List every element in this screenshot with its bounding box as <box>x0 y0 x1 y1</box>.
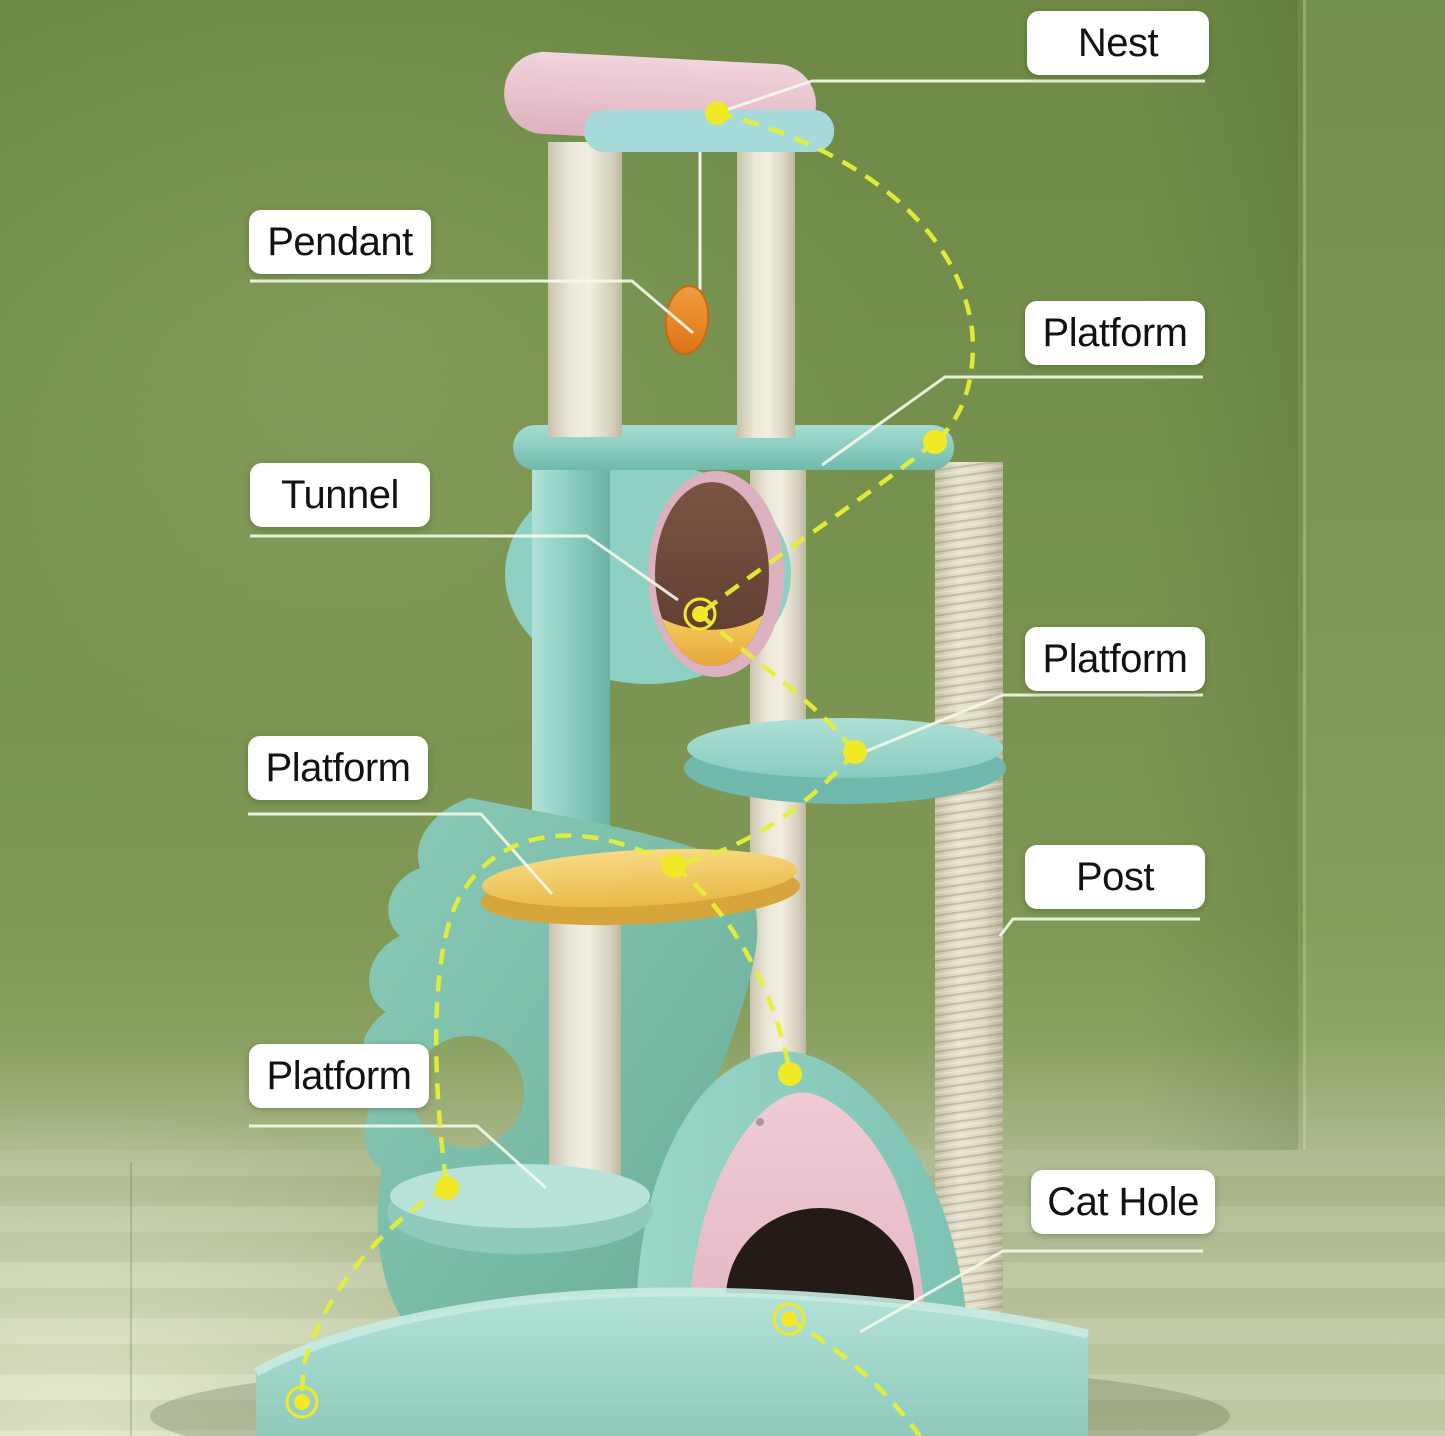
wall-corner-line <box>1303 0 1306 1150</box>
tunnel-interior <box>655 482 769 666</box>
route-dots <box>285 101 947 1419</box>
label-cat-hole: Cat Hole <box>1031 1170 1215 1234</box>
label-platform-mid: Platform <box>1025 627 1205 691</box>
nest-board <box>584 110 834 152</box>
route-hole-exit <box>787 1317 922 1436</box>
route-dot-bottom-platform <box>435 1176 459 1200</box>
leader-pendant <box>250 279 694 335</box>
route-dot-nest <box>705 101 729 125</box>
floor-seam-line <box>130 1162 132 1436</box>
route-yellow-to-bottom <box>433 833 676 1189</box>
route-dot-floor-start <box>285 1385 319 1419</box>
sisal-post <box>935 462 1003 1362</box>
label-platform-left: Platform <box>248 736 428 800</box>
label-nest: Nest <box>1027 11 1209 75</box>
label-tunnel: Tunnel <box>250 463 430 527</box>
leader-tunnel <box>250 534 679 602</box>
route-dot-cat-hole <box>772 1302 806 1336</box>
top-left-post <box>548 142 622 437</box>
label-post: Post <box>1025 845 1205 909</box>
label-platform-top: Platform <box>1025 301 1205 365</box>
leader-platform-left <box>248 812 554 895</box>
route-dot-midplatform <box>843 740 867 764</box>
leader-lines <box>248 79 1205 1334</box>
bottom-platform <box>387 1164 653 1254</box>
route-yellow-to-house <box>672 864 793 1075</box>
label-platform-bottom: Platform <box>249 1044 429 1108</box>
route-dot-platform-top <box>923 430 947 454</box>
top-right-post <box>737 150 795 438</box>
main-platform <box>513 425 954 470</box>
pendant-toy[interactable] <box>663 284 712 356</box>
base-board <box>253 1287 1090 1436</box>
route-dot-tunnel <box>683 597 717 631</box>
leader-platform-mid <box>856 693 1203 757</box>
wall-right-panel <box>1306 0 1445 1150</box>
route-platform-to-tunnel <box>698 440 937 616</box>
route-midplatform-to-yellow <box>673 750 857 869</box>
leader-cat-hole <box>859 1249 1203 1334</box>
leader-nest <box>716 79 1205 115</box>
route-nest-to-platform <box>716 110 976 444</box>
leader-platform-bottom <box>249 1124 548 1190</box>
leader-platform-top <box>821 375 1203 467</box>
leader-post <box>998 917 1200 937</box>
route-dot-house-top <box>778 1062 802 1086</box>
screw-dot <box>756 1118 764 1126</box>
yellow-platform <box>480 848 801 926</box>
label-pendant: Pendant <box>249 210 431 274</box>
wall-corner-shadow <box>1140 0 1298 1150</box>
route-dot-yellow-platform <box>662 854 686 878</box>
center-lower-post <box>549 900 621 1210</box>
